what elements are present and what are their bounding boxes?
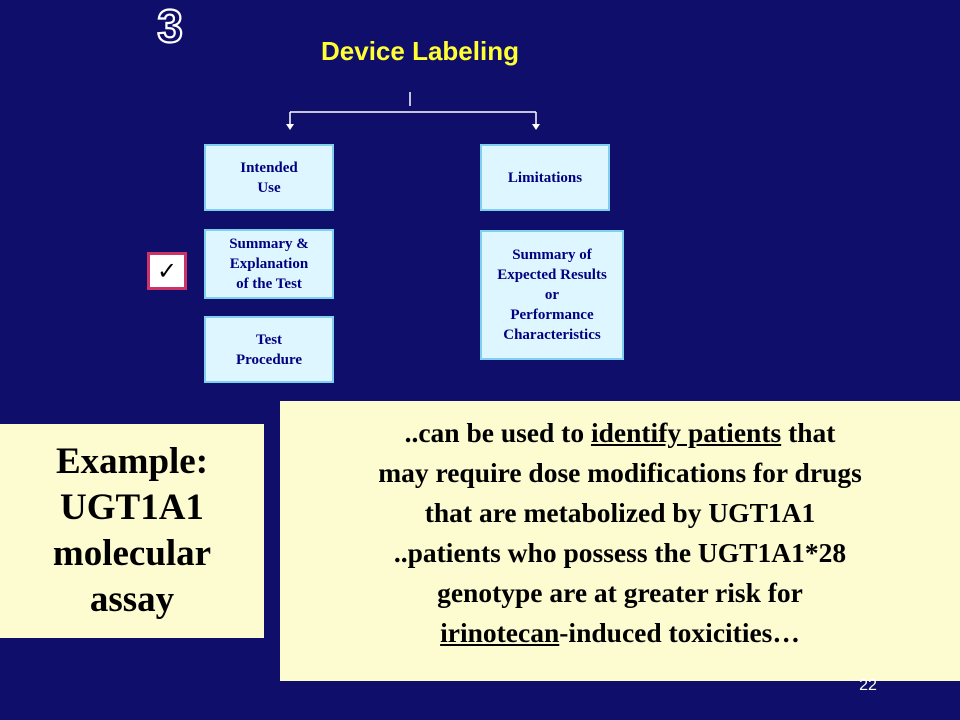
- badge-number: 3: [157, 4, 183, 46]
- box-line: Summary &: [229, 236, 309, 252]
- quote-line: may require dose modifications for drugs: [378, 457, 862, 488]
- example-line: molecular: [52, 533, 212, 574]
- box-line: Use: [257, 179, 281, 196]
- left-arrow-head: [286, 124, 294, 130]
- slide-number: 22: [859, 677, 877, 694]
- example-line: UGT1A1: [60, 487, 204, 528]
- quote-line: ..patients who possess the UGT1A1*28: [393, 537, 847, 568]
- example-callout: Example: UGT1A1 molecular assay: [0, 424, 264, 638]
- quote-line: that are metabolized by UGT1A1: [424, 497, 816, 528]
- quote-text: -induced toxicities…: [559, 617, 800, 648]
- box-limitations: Limitations: [480, 144, 610, 211]
- box-line: Performance: [510, 307, 594, 323]
- box-line: or: [544, 287, 560, 303]
- quote-callout: ..can be used to identify patients that …: [280, 401, 960, 681]
- number-three-badge: 3: [156, 4, 184, 46]
- box-line: Procedure: [235, 351, 303, 368]
- box-line: Test: [255, 331, 283, 348]
- right-arrow-head: [532, 124, 540, 130]
- box-line: Intended: [240, 159, 298, 176]
- box-line: Limitations: [507, 169, 583, 186]
- example-line: assay: [89, 579, 175, 620]
- box-line: Expected Results: [497, 267, 607, 283]
- box-summary-explanation: Summary & Explanation of the Test: [204, 229, 334, 299]
- quote-underlined: irinotecan: [440, 617, 560, 648]
- box-line: Explanation: [229, 256, 309, 272]
- quote-line: ..can be used to identify patients that: [288, 413, 952, 453]
- box-line: Summary of: [512, 247, 592, 263]
- checkmark-icon: ✓: [147, 252, 187, 290]
- quote-line: genotype are at greater risk for: [437, 577, 803, 608]
- quote-line: irinotecan-induced toxicities…: [288, 613, 952, 653]
- box-line: Characteristics: [503, 327, 601, 343]
- connector-lines: [286, 92, 540, 130]
- quote-underlined: identify patients: [590, 417, 782, 448]
- example-line: Example:: [55, 441, 209, 482]
- quote-text: that: [781, 417, 836, 448]
- box-line: of the Test: [236, 276, 302, 292]
- quote-text: ..can be used to: [404, 417, 591, 448]
- diagram-title: Device Labeling: [321, 36, 519, 66]
